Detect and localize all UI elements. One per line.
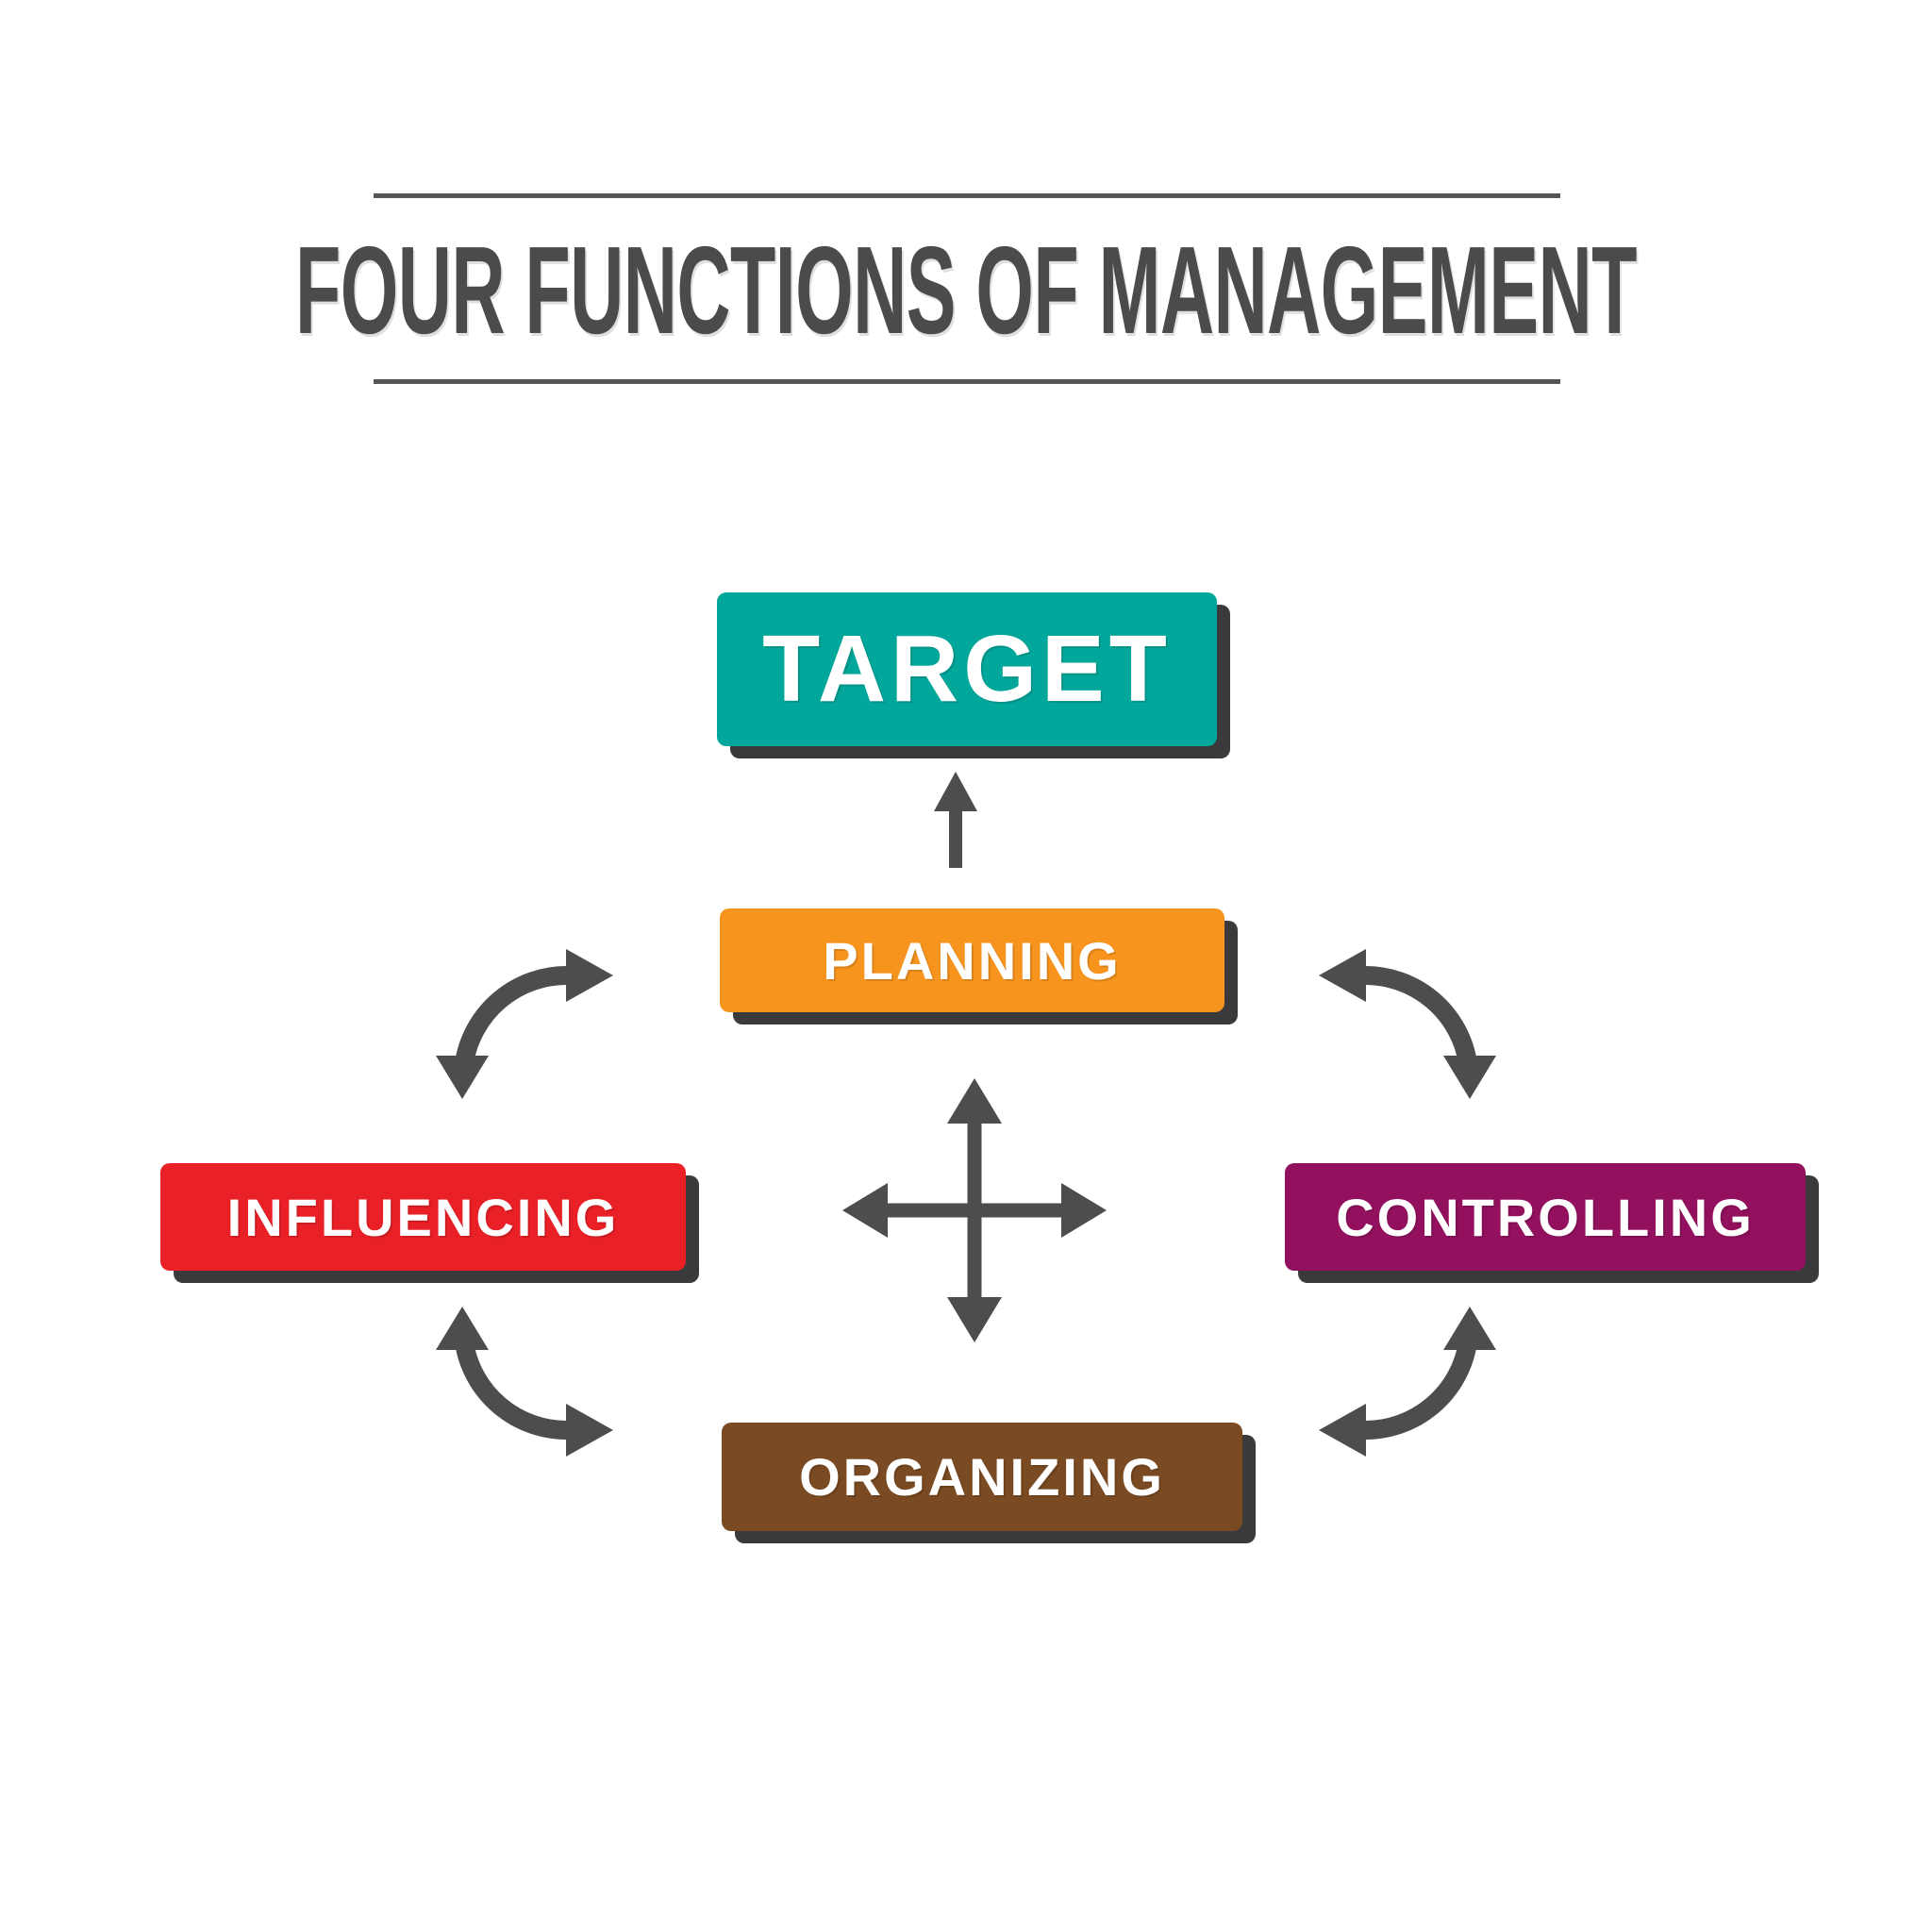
node-planning: PLANNING bbox=[720, 908, 1224, 1012]
node-controlling-label: CONTROLLING bbox=[1336, 1187, 1755, 1247]
title-rule-bottom bbox=[374, 379, 1560, 384]
node-organizing-label: ORGANIZING bbox=[799, 1447, 1165, 1507]
node-target: TARGET bbox=[717, 592, 1217, 746]
node-controlling: CONTROLLING bbox=[1285, 1163, 1806, 1271]
node-influencing-label: INFLUENCING bbox=[226, 1187, 620, 1247]
node-planning-label: PLANNING bbox=[823, 930, 1122, 991]
curved-arrow-influencing-organizing-icon bbox=[436, 1307, 613, 1457]
node-influencing: INFLUENCING bbox=[160, 1163, 686, 1271]
curved-arrow-influencing-planning-icon bbox=[436, 949, 613, 1099]
node-organizing: ORGANIZING bbox=[722, 1423, 1242, 1531]
curved-arrow-planning-controlling-icon bbox=[1319, 949, 1496, 1099]
curved-arrow-organizing-controlling-icon bbox=[1319, 1307, 1496, 1457]
arrow-up-icon bbox=[934, 772, 977, 868]
title-rule-top bbox=[374, 193, 1560, 198]
node-target-label: TARGET bbox=[762, 616, 1172, 722]
page-title: FOUR FUNCTIONS OF MANAGEMENT bbox=[295, 220, 1638, 359]
four-way-arrow-icon bbox=[842, 1078, 1107, 1342]
page-title-container: FOUR FUNCTIONS OF MANAGEMENT bbox=[0, 221, 1932, 359]
